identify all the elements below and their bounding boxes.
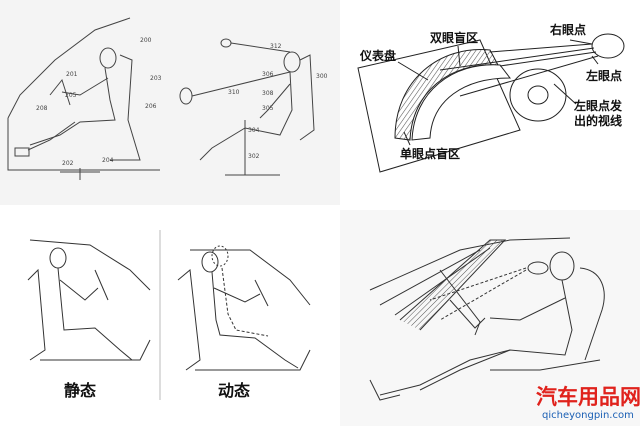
windshield-view-figure: 汽车用品网 qicheyongpin.com — [369, 237, 640, 421]
driver-leg — [419, 349, 511, 391]
ref-302: 302 — [248, 153, 260, 160]
ref-200: 200 — [140, 37, 152, 44]
steering-wheel — [449, 299, 486, 329]
driver-head — [99, 47, 117, 69]
steering-wheel — [509, 68, 567, 122]
static-roof — [29, 239, 151, 291]
static-wheel — [94, 269, 109, 301]
ref-308: 308 — [262, 90, 274, 97]
blind-zone-diagram: 仪表盘 双眼盲区 右眼点 左眼点 左眼点发 出的视线 单眼点盲区 — [340, 0, 640, 205]
static-dynamic-figure: 静态 动态 — [27, 230, 311, 400]
blind-zone-figure: 仪表盘 双眼盲区 右眼点 左眼点 左眼点发 出的视线 单眼点盲区 — [357, 22, 626, 173]
occupant-head — [283, 51, 301, 73]
label-left-eye-sight-line1: 左眼点发 — [573, 98, 623, 113]
pedal — [369, 379, 401, 401]
label-left-eye-sight: 左眼点发 出的视线 — [573, 98, 626, 128]
ref-300: 300 — [316, 73, 328, 80]
dynamic-body — [211, 271, 299, 369]
steering-hub — [527, 85, 549, 105]
static-body — [57, 267, 133, 361]
steering-wheel — [49, 78, 71, 106]
ref-202: 202 — [62, 160, 74, 167]
ref-304: 304 — [248, 127, 260, 134]
driver-reference-figure: 200 201 202 203 204 205 206 208 300 302 … — [7, 17, 328, 180]
ref-201: 201 — [66, 71, 78, 78]
watermark-cn: 汽车用品网 — [536, 385, 640, 409]
floor-line — [7, 118, 160, 171]
dynamic-head-ghost — [211, 245, 229, 267]
driver-head — [549, 251, 575, 281]
sight-lines — [429, 267, 527, 321]
label-binocular-blind: 双眼盲区 — [430, 30, 478, 45]
eye-target — [220, 38, 232, 48]
label-monocular-blind: 单眼点盲区 — [400, 146, 460, 161]
driver-body — [379, 279, 573, 396]
driver-leg — [27, 121, 76, 151]
ref-205: 205 — [65, 92, 77, 99]
windshield-lines — [379, 247, 491, 316]
dimension-line — [60, 168, 100, 180]
seated-driver-reference-diagram: 200 201 202 203 204 205 206 208 300 302 … — [0, 0, 340, 205]
ref-208: 208 — [36, 105, 48, 112]
static-seat — [27, 268, 46, 361]
occupant-arm — [259, 83, 291, 119]
seat-pillar — [225, 120, 280, 176]
seat-base — [490, 359, 601, 371]
ref-204: 204 — [102, 157, 114, 164]
static-floor — [40, 339, 151, 361]
eye-point — [527, 261, 549, 275]
dynamic-roof — [190, 249, 311, 306]
ref-306: 306 — [262, 71, 274, 78]
pedal — [14, 147, 30, 157]
dynamic-head — [201, 251, 219, 273]
driver-arm — [61, 77, 109, 96]
binocular-blind-area — [411, 64, 512, 141]
leader-monocular — [403, 131, 411, 146]
seat-back — [579, 267, 605, 361]
dynamic-body-ghost — [221, 267, 269, 337]
watermark-url: qicheyongpin.com — [542, 410, 634, 421]
dashboard-plane — [357, 39, 521, 173]
dynamic-arm — [213, 287, 261, 303]
eye-head — [591, 33, 625, 59]
dynamic-wheel — [254, 279, 269, 307]
windshield-view-diagram: 汽车用品网 qicheyongpin.com — [340, 210, 640, 426]
leader-right-eye — [569, 39, 593, 45]
static-head — [49, 247, 67, 269]
ref-206: 206 — [145, 103, 157, 110]
leader-instrument — [397, 61, 429, 81]
driver-arm — [489, 297, 566, 321]
label-left-eye: 左眼点 — [585, 68, 622, 83]
leader-binocular — [457, 45, 461, 67]
roof-line — [7, 17, 131, 119]
dynamic-seat — [177, 269, 201, 371]
label-right-eye: 右眼点 — [549, 22, 586, 37]
leader-left-eye — [591, 55, 599, 65]
ref-312: 312 — [270, 43, 282, 50]
static-dynamic-diagram: 静态 动态 — [0, 210, 340, 426]
label-dynamic: 动态 — [218, 381, 250, 400]
sight-lines — [439, 43, 599, 97]
ref-305: 305 — [262, 105, 274, 112]
dynamic-floor — [195, 349, 311, 371]
occupant-body — [199, 71, 293, 161]
seat-back — [110, 54, 141, 161]
ref-203: 203 — [150, 75, 162, 82]
label-left-eye-sight-line2: 出的视线 — [574, 113, 622, 128]
static-arm — [59, 279, 99, 301]
sight-line — [191, 71, 291, 97]
dash-line — [439, 269, 481, 336]
ref-310: 310 — [228, 89, 240, 96]
label-static: 静态 — [64, 381, 96, 400]
occupant-seat — [299, 54, 315, 141]
label-instrument-panel: 仪表盘 — [359, 48, 396, 63]
upper-sight-line — [230, 42, 291, 53]
viewpoint-circle — [179, 87, 193, 105]
leader-sight — [553, 83, 577, 105]
